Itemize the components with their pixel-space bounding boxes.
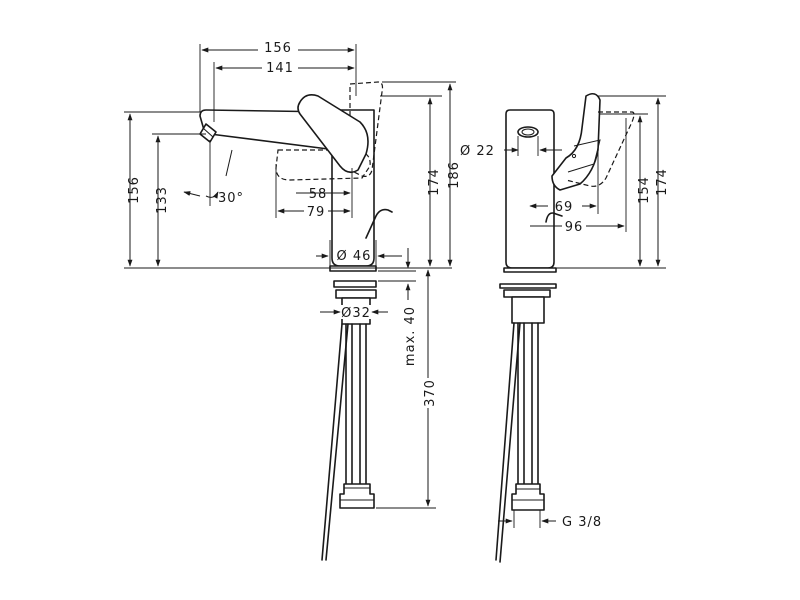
washer-1: [333, 280, 377, 288]
dim-thread-size: G 3/8: [562, 515, 602, 530]
dim-spout-reach: 141: [266, 61, 294, 76]
dim-handle-58: 58: [309, 187, 328, 202]
dim-lever-96: 96: [565, 220, 584, 235]
dim-overall-reach: 156: [264, 41, 292, 56]
dim-aerator-diameter: Ø 22: [460, 144, 495, 159]
hose-connector: [339, 483, 375, 509]
front-view: Ø 22 69 96 154 174 G 3/8: [460, 92, 670, 563]
dim-spout-angle: 30°: [218, 191, 244, 206]
dim-aerator-height: 133: [155, 186, 170, 214]
popup-cable: [325, 323, 349, 561]
dim-handle-79: 79: [307, 205, 326, 220]
front-popup-rod: [545, 212, 563, 223]
dim-spout-height: 156: [127, 176, 142, 204]
front-popup-cable: [499, 322, 521, 563]
dim-height-174: 174: [427, 168, 442, 196]
front-handle-dashed: [565, 111, 635, 187]
front-body: [505, 109, 555, 269]
side-view: 156 141 156 133 30° 58 79: [124, 41, 462, 561]
popup-rod: [365, 208, 393, 239]
dim-hose-length: 370: [423, 379, 438, 407]
handle: [297, 94, 369, 174]
dim-base-diameter: Ø 46: [337, 249, 372, 264]
dim-max-thickness: max. 40: [403, 306, 418, 366]
dim-front-height-174: 174: [655, 168, 670, 196]
washer-2: [335, 289, 377, 299]
dim-lever-69: 69: [555, 200, 574, 215]
dim-height-186: 186: [447, 161, 462, 189]
dim-shank-diameter: Ø32: [341, 306, 371, 321]
handle-alt-position: [349, 81, 384, 177]
base-plate: [329, 265, 377, 272]
dim-height-154: 154: [637, 176, 652, 204]
front-aerator: [517, 126, 539, 138]
